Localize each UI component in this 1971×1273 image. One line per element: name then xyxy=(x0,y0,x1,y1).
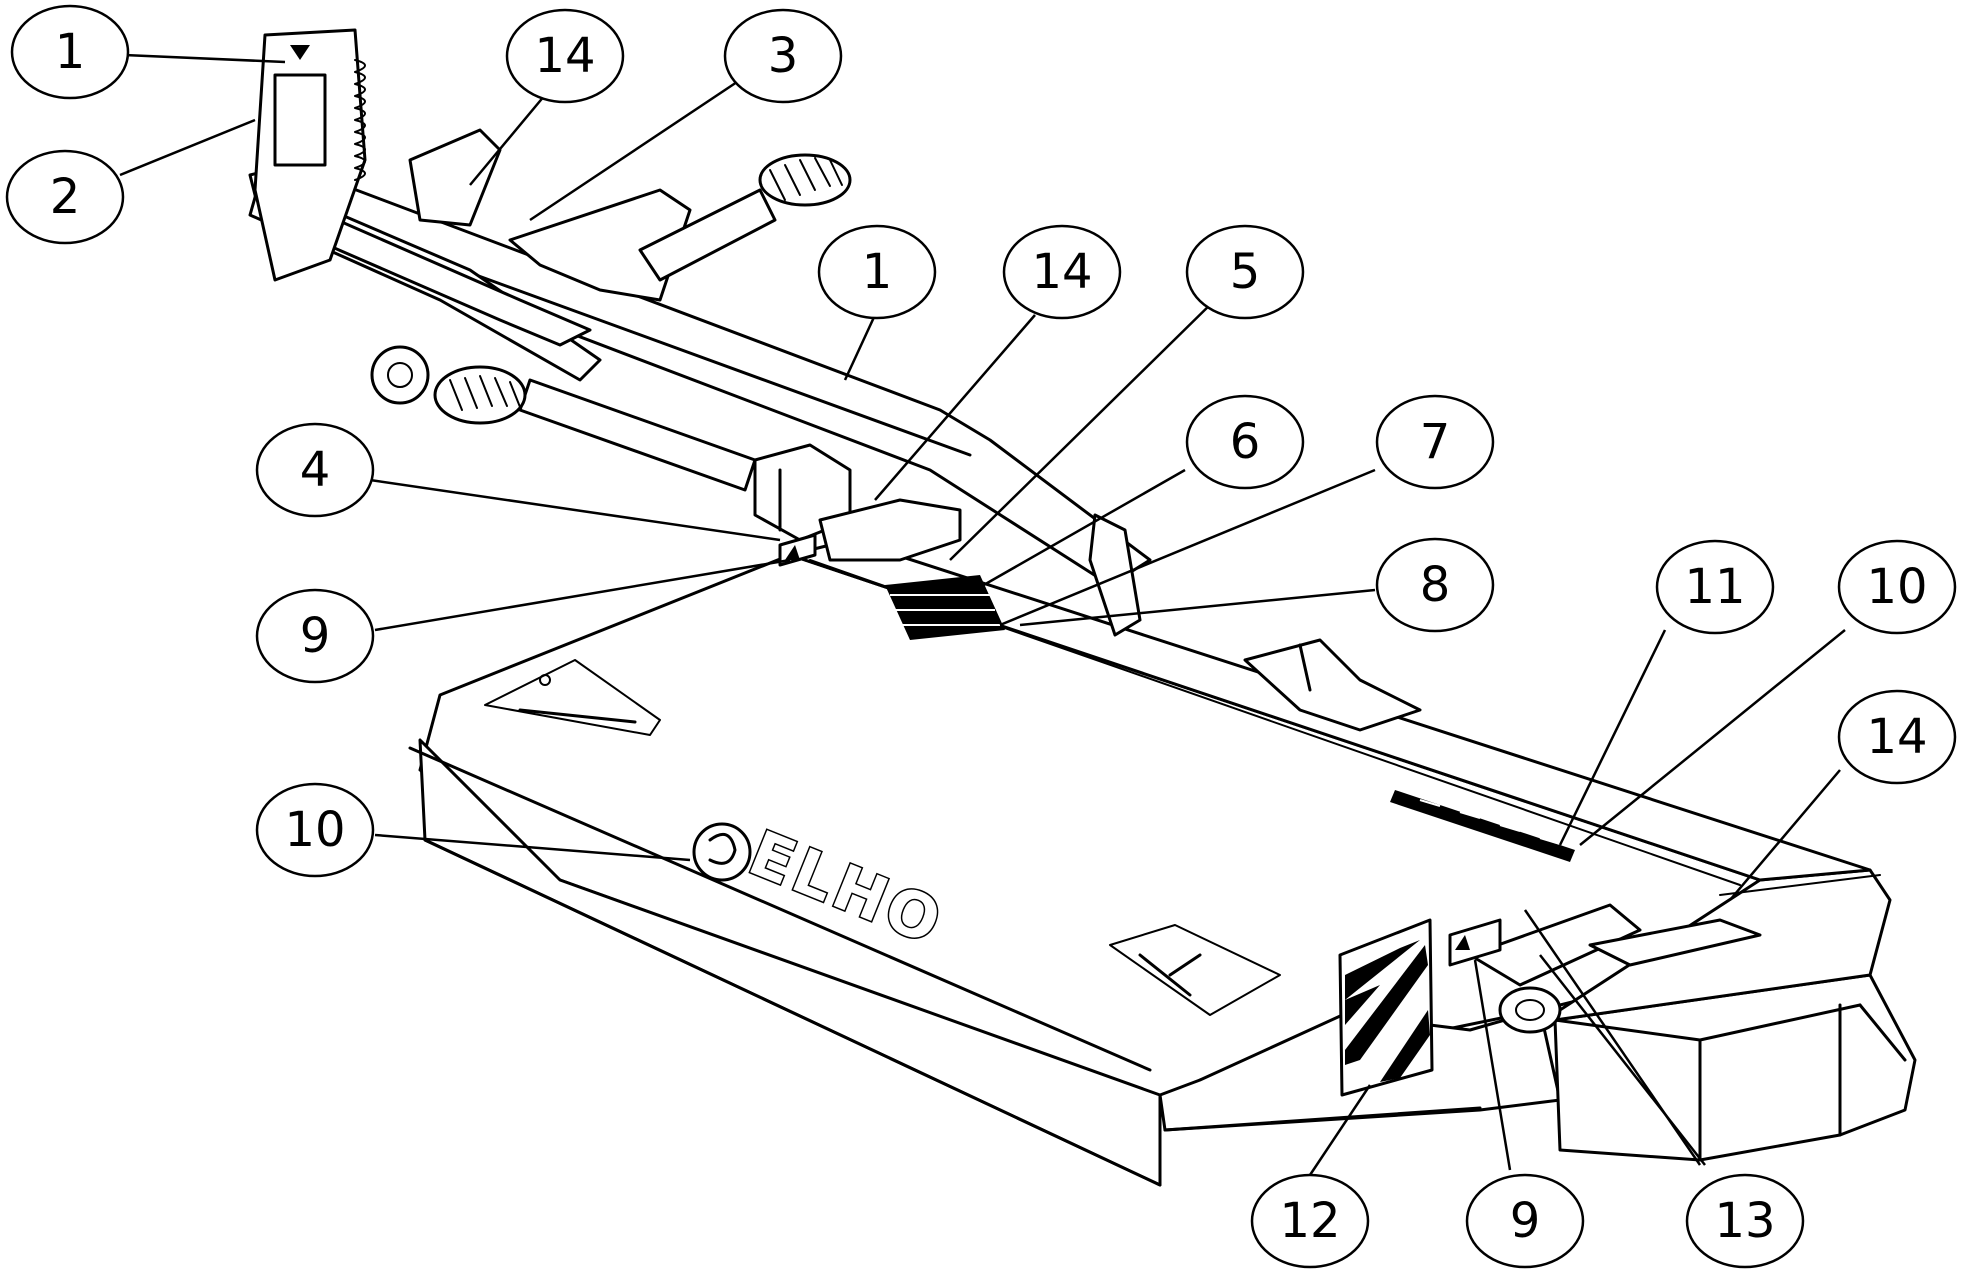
callouts: 1 2 14 3 1 14 5 4 xyxy=(5,4,1957,1269)
callout-10-right-label: 10 xyxy=(1866,559,1927,615)
callout-11-label: 11 xyxy=(1684,559,1745,615)
leader-c12 xyxy=(1308,1084,1372,1176)
callout-2: 2 xyxy=(5,149,125,245)
drive-shaft xyxy=(370,345,757,492)
leader-c2 xyxy=(119,118,256,177)
warning-stripes xyxy=(1345,940,1430,1082)
fin-plate xyxy=(1088,513,1142,637)
leader-c9b xyxy=(1473,959,1512,1171)
callout-1-headstock-label: 1 xyxy=(55,24,86,80)
spring-coil xyxy=(354,59,366,181)
callout-5-label: 5 xyxy=(1230,244,1261,300)
right-arm xyxy=(1588,918,1762,967)
callout-10-left-label: 10 xyxy=(284,802,345,858)
callout-14-right-label: 14 xyxy=(1866,709,1927,765)
callout-13-label: 13 xyxy=(1714,1193,1775,1249)
leader-c13b xyxy=(1539,954,1706,1166)
callout-14-mid-label: 14 xyxy=(1031,244,1092,300)
leader-c10b xyxy=(374,833,691,862)
leader-c14b xyxy=(874,314,1036,501)
callout-10-right: 10 xyxy=(1837,539,1957,635)
leader-c1a xyxy=(124,53,286,64)
callout-9-left-label: 9 xyxy=(300,608,331,664)
callout-8-label: 8 xyxy=(1420,557,1451,613)
callout-9-right: 9 xyxy=(1465,1173,1585,1269)
callout-10-left: 10 xyxy=(255,782,375,878)
callout-14-top: 14 xyxy=(505,8,625,104)
pto-shaft xyxy=(638,153,852,282)
callout-14-right: 14 xyxy=(1837,689,1957,785)
callout-2-label: 2 xyxy=(50,169,81,225)
leader-lines xyxy=(119,53,1846,1176)
leader-c7 xyxy=(999,468,1376,627)
leader-c14a xyxy=(469,94,546,186)
headstock-plate xyxy=(273,73,327,167)
callout-14-mid: 14 xyxy=(1002,224,1122,320)
deck-handle-left xyxy=(484,659,661,736)
rail-strip xyxy=(1390,790,1575,862)
label-plate-9b xyxy=(1448,918,1502,967)
leader-c8 xyxy=(1019,588,1376,627)
leader-c3 xyxy=(529,78,741,222)
callout-14-top-label: 14 xyxy=(534,28,595,84)
right-bracket xyxy=(1468,903,1642,987)
callout-13: 13 xyxy=(1685,1173,1805,1269)
bearing-disc xyxy=(1498,986,1562,1034)
deck-front-face xyxy=(418,738,1162,1187)
callout-3: 3 xyxy=(723,8,843,104)
leader-c9a xyxy=(374,558,791,632)
callout-7-label: 7 xyxy=(1420,414,1451,470)
callout-7: 7 xyxy=(1375,394,1495,490)
leader-c14c xyxy=(1729,769,1841,901)
leader-c1b xyxy=(843,314,877,381)
callout-4: 4 xyxy=(255,422,375,518)
top-link-bracket xyxy=(408,128,502,227)
a-frame xyxy=(508,188,692,302)
callout-6-label: 6 xyxy=(1230,414,1261,470)
callout-11: 11 xyxy=(1655,539,1775,635)
leader-c6 xyxy=(974,468,1186,592)
callout-5: 5 xyxy=(1185,224,1305,320)
callout-3-label: 3 xyxy=(768,28,799,84)
callout-1-headstock: 1 xyxy=(10,4,130,100)
leader-c10a xyxy=(1579,629,1846,846)
end-housing xyxy=(1553,973,1917,1162)
leader-c5 xyxy=(949,294,1221,561)
callout-1-boom-label: 1 xyxy=(862,244,893,300)
callout-12-label: 12 xyxy=(1279,1193,1340,1249)
callout-8: 8 xyxy=(1375,537,1495,633)
deck-handle-right xyxy=(1109,924,1281,1016)
callout-6: 6 xyxy=(1185,394,1305,490)
callout-4-label: 4 xyxy=(300,442,331,498)
leader-c11 xyxy=(1558,629,1667,846)
callout-1-boom: 1 xyxy=(817,224,937,320)
callout-9-left: 9 xyxy=(255,588,375,684)
callout-12: 12 xyxy=(1250,1173,1370,1269)
skid-plate xyxy=(1243,638,1422,732)
mower-drawing: ELHO xyxy=(248,28,1917,1187)
callout-9-right-label: 9 xyxy=(1510,1193,1541,1249)
leader-c4 xyxy=(369,478,781,542)
label-strip xyxy=(885,575,1005,640)
guard-plate-left xyxy=(818,498,962,562)
